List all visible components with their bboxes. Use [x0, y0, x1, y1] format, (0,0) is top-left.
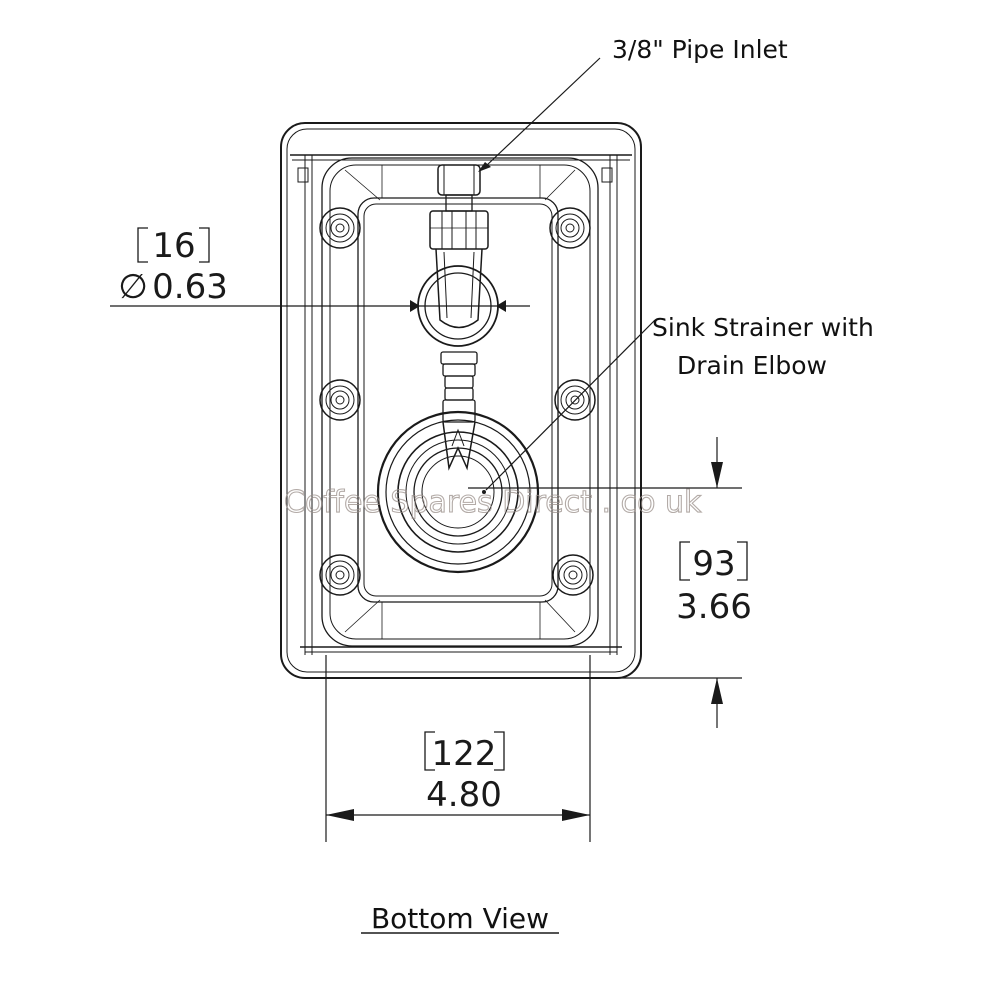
mounting-boss — [319, 207, 361, 249]
mounting-boss — [319, 554, 361, 596]
drain-offset-dimension: 93 3.66 — [676, 541, 752, 627]
mounting-boss — [319, 379, 361, 421]
hole-metric-value: 16 — [152, 226, 195, 266]
mounting-bosses — [319, 207, 596, 596]
strainer-label-line2: Drain Elbow — [677, 351, 827, 380]
drain-elbow — [440, 351, 478, 471]
view-title: Bottom View — [371, 902, 549, 935]
drain-offset-metric-value: 93 — [692, 544, 735, 584]
mounting-boss — [554, 379, 596, 421]
sink-strainer — [376, 410, 540, 574]
width-metric-value: 122 — [432, 734, 497, 774]
width-dimension: 122 4.80 — [424, 731, 505, 815]
drain-offset-imperial-value: 3.66 — [676, 587, 752, 627]
width-dimension-lines — [325, 655, 591, 842]
hole-imperial-value: 0.63 — [152, 267, 228, 307]
height-dimension-lines — [468, 437, 742, 728]
mounting-boss — [552, 554, 594, 596]
mounting-boss — [549, 207, 591, 249]
hole-diameter-dimension: 16 ∅ 0.63 — [118, 226, 228, 307]
pipe-inlet-fitting — [429, 164, 489, 329]
pipe-inlet-label: 3/8" Pipe Inlet — [612, 35, 788, 64]
strainer-label-line1: Sink Strainer with — [652, 313, 874, 342]
width-imperial-value: 4.80 — [426, 775, 502, 815]
watermark: Coffee Spares Direct . co uk — [284, 485, 702, 520]
unit-outline — [280, 122, 642, 679]
leader-lines — [478, 57, 656, 491]
diameter-symbol: ∅ — [118, 267, 148, 307]
